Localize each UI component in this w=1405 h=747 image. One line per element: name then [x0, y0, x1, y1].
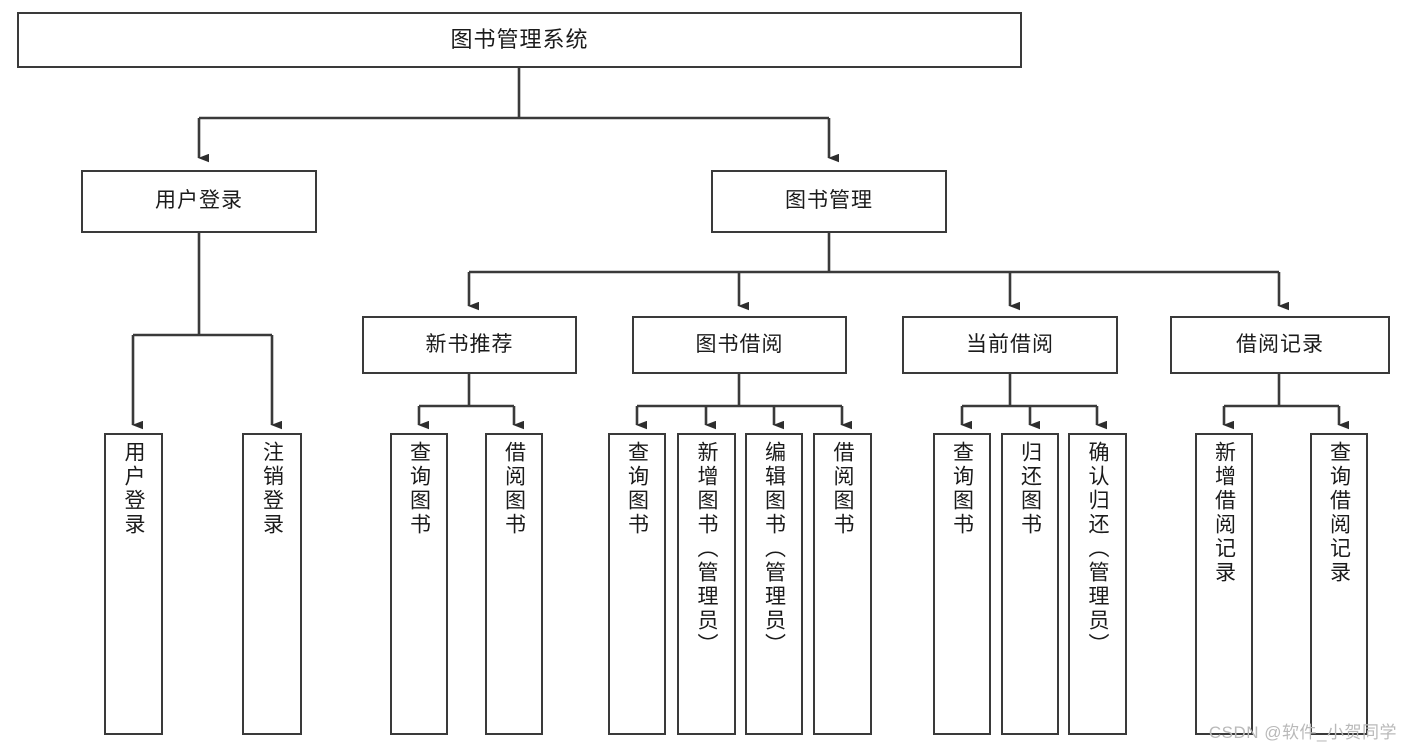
- leaf-user-login[interactable]: 用户登录: [104, 433, 163, 735]
- leaf-current-query-book-label: 查询图书: [950, 441, 974, 537]
- leaf-record-query-record[interactable]: 查询借阅记录: [1310, 433, 1368, 735]
- node-user-login-label: 用户登录: [155, 189, 243, 213]
- leaf-borrow-add-book-label: 新增图书（管理员）: [695, 441, 718, 657]
- leaf-borrow-query-book-label: 查询图书: [625, 441, 649, 537]
- leaf-current-confirm-return[interactable]: 确认归还（管理员）: [1068, 433, 1127, 735]
- leaf-newbook-borrow-book-label: 借阅图书: [502, 441, 526, 537]
- node-user-login[interactable]: 用户登录: [81, 170, 317, 233]
- leaf-user-logout[interactable]: 注销登录: [242, 433, 302, 735]
- leaf-user-login-label: 用户登录: [122, 441, 145, 537]
- node-borrow-record[interactable]: 借阅记录: [1170, 316, 1390, 374]
- leaf-borrow-add-book[interactable]: 新增图书（管理员）: [677, 433, 736, 735]
- leaf-user-logout-label: 注销登录: [260, 441, 284, 537]
- node-new-book-recommend-label: 新书推荐: [425, 332, 514, 356]
- leaf-borrow-query-book[interactable]: 查询图书: [608, 433, 666, 735]
- node-book-borrow-label: 图书借阅: [695, 332, 784, 356]
- leaf-borrow-borrow-book[interactable]: 借阅图书: [813, 433, 872, 735]
- leaf-current-return-book[interactable]: 归还图书: [1001, 433, 1059, 735]
- leaf-current-query-book[interactable]: 查询图书: [933, 433, 991, 735]
- leaf-borrow-borrow-book-label: 借阅图书: [831, 441, 854, 537]
- node-borrow-record-label: 借阅记录: [1236, 332, 1324, 356]
- node-new-book-recommend[interactable]: 新书推荐: [362, 316, 577, 374]
- leaf-current-confirm-return-label: 确认归还（管理员）: [1086, 441, 1109, 657]
- node-current-borrow-label: 当前借阅: [966, 332, 1054, 356]
- leaf-record-add-record[interactable]: 新增借阅记录: [1195, 433, 1253, 735]
- leaf-record-query-record-label: 查询借阅记录: [1327, 441, 1351, 585]
- node-book-borrow[interactable]: 图书借阅: [632, 316, 847, 374]
- leaf-record-add-record-label: 新增借阅记录: [1212, 441, 1236, 585]
- leaf-current-return-book-label: 归还图书: [1018, 441, 1042, 537]
- node-root[interactable]: 图书管理系统: [17, 12, 1022, 68]
- leaf-borrow-edit-book-label: 编辑图书（管理员）: [762, 441, 786, 657]
- leaf-borrow-edit-book[interactable]: 编辑图书（管理员）: [745, 433, 803, 735]
- node-book-management-label: 图书管理: [785, 189, 873, 213]
- leaf-newbook-query-book[interactable]: 查询图书: [390, 433, 448, 735]
- leaf-newbook-query-book-label: 查询图书: [407, 441, 431, 537]
- node-current-borrow[interactable]: 当前借阅: [902, 316, 1118, 374]
- node-root-label: 图书管理系统: [450, 27, 589, 53]
- leaf-newbook-borrow-book[interactable]: 借阅图书: [485, 433, 543, 735]
- watermark: CSDN @软件_小贺同学: [1208, 723, 1397, 742]
- node-book-management[interactable]: 图书管理: [711, 170, 947, 233]
